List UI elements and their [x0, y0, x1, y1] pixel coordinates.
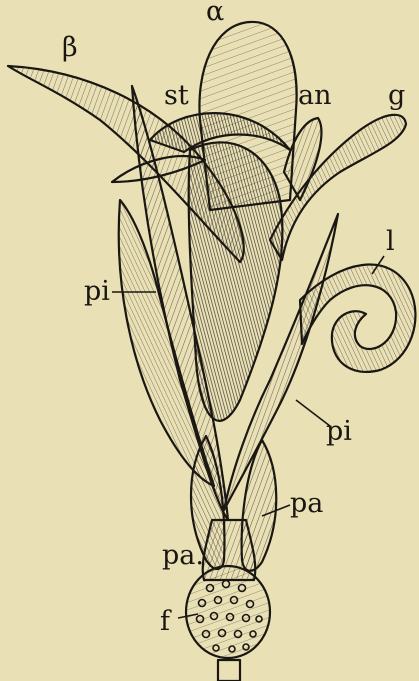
label-g: g: [388, 80, 405, 111]
label-pa-right: pa: [290, 488, 323, 519]
label-pa-left: pa.: [162, 540, 204, 571]
label-alpha: α: [206, 0, 224, 27]
label-st: st: [164, 80, 189, 111]
stalk: [218, 660, 240, 681]
label-beta: β: [62, 32, 78, 63]
label-l: l: [386, 226, 395, 257]
label-f: f: [160, 606, 172, 637]
label-pi-left: pi: [84, 276, 110, 307]
leader-pi-right: [296, 400, 330, 426]
label-pi-right: pi: [326, 416, 352, 447]
label-an: an: [298, 80, 332, 111]
